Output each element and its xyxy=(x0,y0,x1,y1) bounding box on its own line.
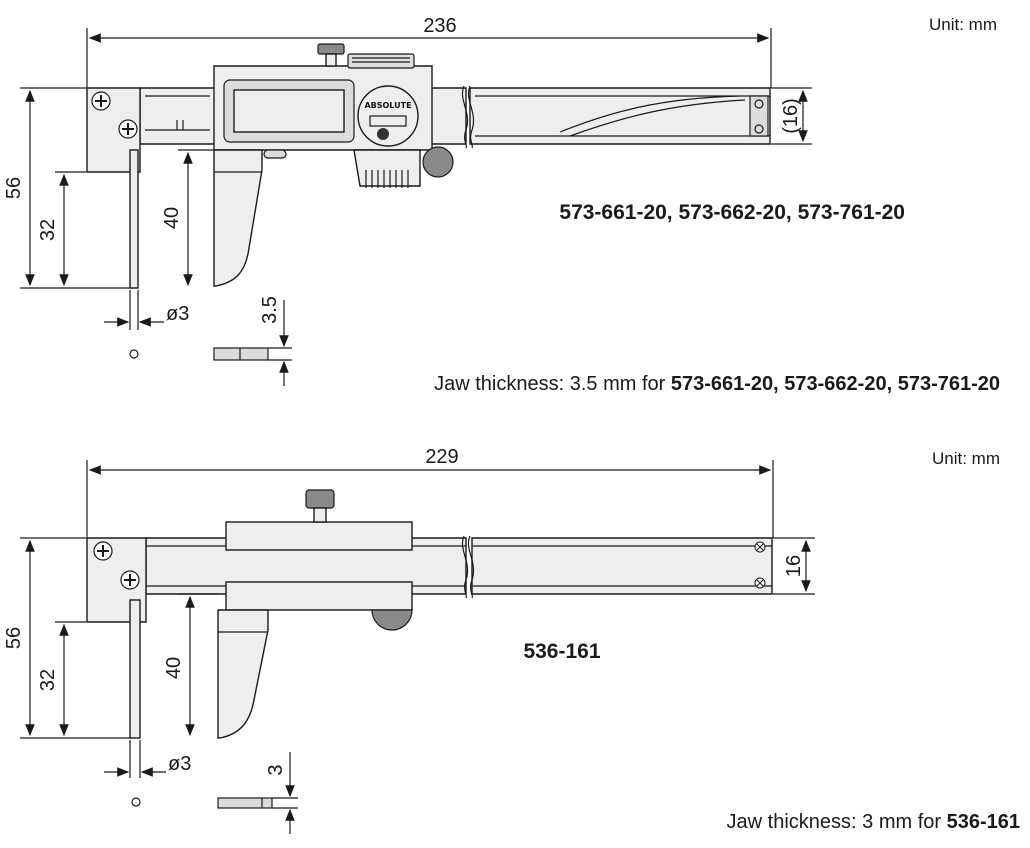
bottom-fixed-jaw-blade xyxy=(129,599,141,739)
top-sliding-jaw xyxy=(213,149,263,287)
top-length-label: 236 xyxy=(423,15,456,37)
bottom-length-label: 229 xyxy=(425,446,458,468)
bottom-height-56-label: 56 xyxy=(3,627,25,649)
bottom-model-numbers: 536-161 xyxy=(523,640,600,663)
top-unit-label: Unit: mm xyxy=(929,15,997,34)
top-beam-height-label: (16) xyxy=(780,98,802,134)
top-beam-right xyxy=(469,87,771,145)
bottom-jaw-section-circle xyxy=(131,797,141,807)
bottom-beam-right xyxy=(471,537,773,595)
top-thumb-roller-icon xyxy=(422,146,454,178)
bottom-sliding-jaw xyxy=(217,609,269,739)
top-model-numbers: 573-661-20, 573-662-20, 573-761-20 xyxy=(559,201,905,224)
bottom-beam-height-label: 16 xyxy=(783,555,805,577)
bottom-slider-top xyxy=(225,521,413,551)
bottom-height-40-label: 40 xyxy=(163,657,185,679)
bottom-diameter-label: ø3 xyxy=(168,753,191,775)
top-height-32-label: 32 xyxy=(37,219,59,241)
top-caliper-drawing: 236 Unit: mm xyxy=(3,15,1000,395)
bottom-screw-icon-2 xyxy=(120,570,140,590)
bottom-thumb-roller-icon xyxy=(371,609,413,631)
top-screw-icon-2 xyxy=(118,119,138,139)
bottom-caliper-drawing: 229 Unit: mm xyxy=(3,446,1020,834)
top-thumb-knob-icon xyxy=(317,43,345,55)
top-height-40-label: 40 xyxy=(161,207,183,229)
bottom-slider-bottom xyxy=(225,581,413,611)
bottom-end-screw-icon-2 xyxy=(754,577,766,589)
bottom-unit-label: Unit: mm xyxy=(932,449,1000,468)
bottom-jaw-section xyxy=(217,797,273,809)
top-height-56-label: 56 xyxy=(3,177,25,199)
top-screw-icon xyxy=(91,91,111,111)
top-jaw-thickness-label: 3.5 xyxy=(259,296,281,324)
bottom-height-32-label: 32 xyxy=(37,669,59,691)
top-jaw-note: Jaw thickness: 3.5 mm for 573-661-20, 57… xyxy=(434,373,1000,395)
bottom-screw-icon xyxy=(93,541,113,561)
top-ribbed-grip xyxy=(365,170,409,188)
bottom-end-screw-icon xyxy=(754,541,766,553)
bottom-jaw-thickness-label: 3 xyxy=(265,764,287,775)
bottom-thumb-knob-icon xyxy=(305,489,335,509)
top-jaw-section xyxy=(213,347,269,361)
top-fixed-jaw-blade xyxy=(129,149,139,289)
svg-text:ABSOLUTE: ABSOLUTE xyxy=(364,101,411,110)
bottom-jaw-note: Jaw thickness: 3 mm for 536-161 xyxy=(727,811,1020,833)
top-diameter-label: ø3 xyxy=(166,303,189,325)
top-jaw-section-circle xyxy=(129,349,139,359)
